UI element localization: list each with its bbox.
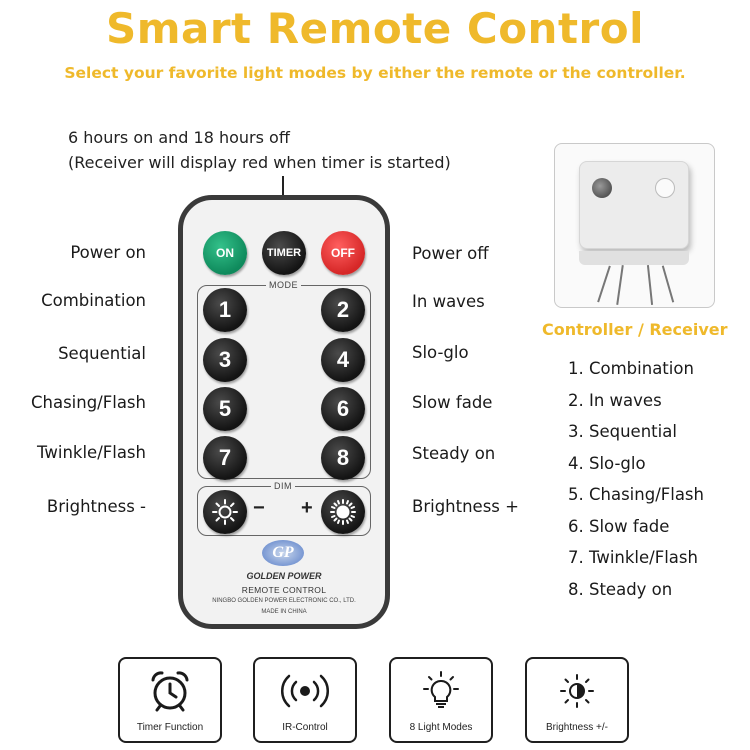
dim-label: DIM <box>271 481 295 491</box>
ir-signal-icon <box>255 667 355 715</box>
mode-button-8[interactable]: 8 <box>321 436 365 480</box>
page-subtitle: Select your favorite light modes by eith… <box>64 64 686 82</box>
brand-subtitle: REMOTE CONTROL <box>241 585 327 595</box>
ir-receiver-icon <box>592 178 612 198</box>
list-item: 2. In waves <box>568 390 662 410</box>
callout-sequential: Sequential <box>58 344 146 363</box>
timer-note-line1: 6 hours on and 18 hours off <box>68 128 290 147</box>
callout-slow-fade: Slow fade <box>412 393 493 412</box>
callout-combination: Combination <box>41 291 146 310</box>
callout-power-off: Power off <box>412 244 489 263</box>
mode-button-1[interactable]: 1 <box>203 288 247 332</box>
feature-label: 8 Light Modes <box>409 722 473 733</box>
callout-in-waves: In waves <box>412 292 485 311</box>
brand-name: GOLDEN POWER <box>246 571 322 581</box>
minus-sign: − <box>253 497 265 519</box>
wire <box>661 265 675 303</box>
feature-ir-control: IR-Control <box>253 657 357 743</box>
brightness-icon <box>527 667 627 715</box>
brand-made-in: MADE IN CHINA <box>261 609 307 615</box>
callout-power-on: Power on <box>70 243 146 262</box>
timer-note: 6 hours on and 18 hours off (Receiver wi… <box>68 125 451 175</box>
brightness-up-button[interactable] <box>321 490 365 534</box>
page-title: Smart Remote Control <box>105 4 644 53</box>
brightness-down-button[interactable] <box>203 490 247 534</box>
controller-image <box>554 143 715 308</box>
list-item: 7. Twinkle/Flash <box>568 548 698 567</box>
callout-slo-glo: Slo-glo <box>412 343 469 362</box>
mode-button-4[interactable]: 4 <box>321 338 365 382</box>
controller-button <box>655 178 675 198</box>
light-bulb-icon <box>391 667 491 715</box>
list-item: 3. Sequential <box>568 422 677 441</box>
controller-box <box>579 161 689 249</box>
alarm-clock-icon <box>120 667 220 715</box>
controller-label: Controller / Receiver <box>542 320 728 339</box>
feature-timer-function: Timer Function <box>118 657 222 743</box>
feature-8-light-modes: 8 Light Modes <box>389 657 493 743</box>
power-off-button[interactable]: OFF <box>321 231 365 275</box>
list-item: 8. Steady on <box>568 579 673 599</box>
list-item: 6. Slow fade <box>568 516 670 536</box>
timer-button[interactable]: TIMER <box>262 231 306 275</box>
mode-button-2[interactable]: 2 <box>321 288 365 332</box>
callout-brightness-up: Brightness + <box>412 497 519 516</box>
mode-button-5[interactable]: 5 <box>203 387 247 431</box>
list-item: 4. Slo-glo <box>568 453 646 473</box>
feature-label: IR-Control <box>282 722 328 733</box>
callout-steady-on: Steady on <box>412 444 496 463</box>
feature-label: Brightness +/- <box>546 722 608 733</box>
wire <box>616 265 624 305</box>
brand-logo: GP <box>262 540 304 566</box>
callout-chasing-flash: Chasing/Flash <box>30 393 146 412</box>
callout-brightness-down: Brightness - <box>46 497 146 516</box>
callout-twinkle-flash: Twinkle/Flash <box>37 443 146 462</box>
controller-mode-list: 1. Combination 2. In waves 3. Sequential… <box>568 357 704 609</box>
list-item: 5. Chasing/Flash <box>568 485 704 504</box>
wire <box>597 265 611 303</box>
controller-base <box>579 251 689 265</box>
wire <box>646 265 654 305</box>
brand-company: NINGBO GOLDEN POWER ELECTRONIC CO., LTD. <box>212 598 356 604</box>
sun-outline-icon <box>212 499 238 525</box>
sun-filled-icon <box>330 499 356 525</box>
mode-button-7[interactable]: 7 <box>203 436 247 480</box>
mode-button-6[interactable]: 6 <box>321 387 365 431</box>
timer-note-line2: (Receiver will display red when timer is… <box>68 153 451 172</box>
power-on-button[interactable]: ON <box>203 231 247 275</box>
list-item: 1. Combination <box>568 359 694 378</box>
feature-brightness: Brightness +/- <box>525 657 629 743</box>
feature-label: Timer Function <box>136 722 204 733</box>
mode-button-3[interactable]: 3 <box>203 338 247 382</box>
mode-label: MODE <box>266 280 301 290</box>
remote-control: ON TIMER OFF MODE 1 2 3 4 5 6 7 8 DIM − … <box>178 195 390 629</box>
plus-sign: + <box>301 497 313 519</box>
